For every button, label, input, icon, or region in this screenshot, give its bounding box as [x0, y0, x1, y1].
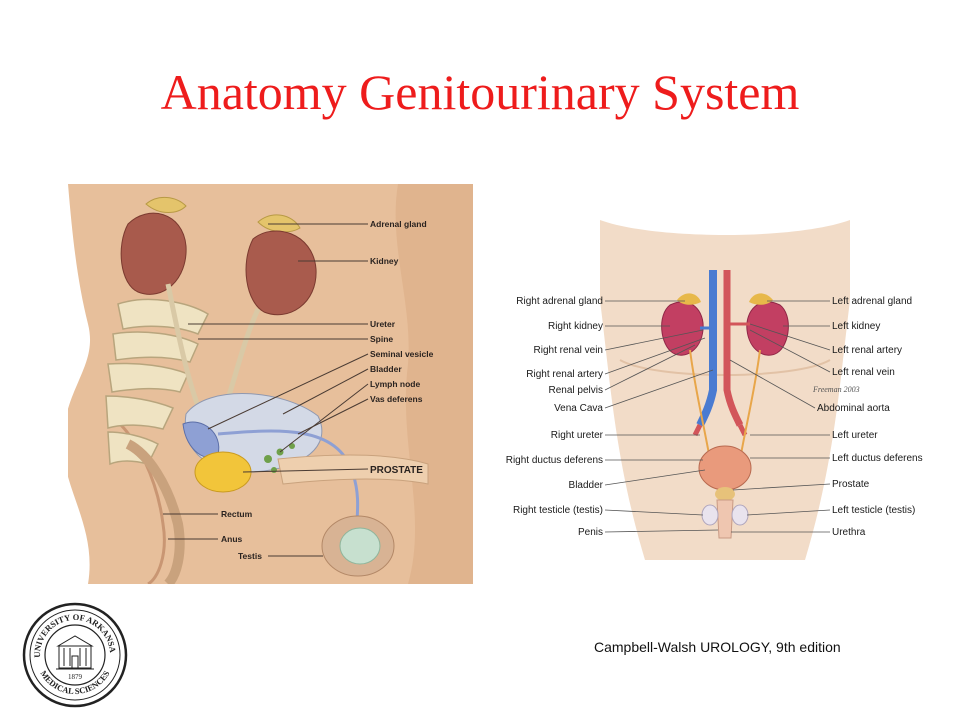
label-left-kidney: Left kidney	[832, 321, 880, 332]
label-right-kidney: Right kidney	[548, 321, 603, 332]
label-adrenal-gland: Adrenal gland	[370, 219, 427, 229]
label-penis: Penis	[578, 527, 603, 538]
artist-signature: Freeman 2003	[812, 385, 860, 394]
label-left-renal-vein: Left renal vein	[832, 367, 895, 378]
label-left-ureter: Left ureter	[832, 430, 878, 441]
label-urethra: Urethra	[832, 527, 866, 538]
seal-year: 1879	[68, 673, 83, 681]
label-seminal-vesicle: Seminal vesicle	[370, 349, 434, 359]
label-bladder: Bladder	[569, 480, 604, 491]
label-left-ductus-deferens: Left ductus deferens	[832, 453, 923, 464]
slide-title: Anatomy Genitourinary System	[160, 64, 800, 120]
label-right-ductus-deferens: Right ductus deferens	[506, 455, 603, 466]
label-right-renal-artery: Right renal artery	[526, 369, 603, 380]
label-testis: Testis	[238, 551, 262, 561]
frontal-anatomy-illustration: Freeman 2003 R	[505, 220, 945, 560]
label-vas-deferens: Vas deferens	[370, 394, 423, 404]
label-prostate: PROSTATE	[370, 465, 423, 476]
university-seal-logo: UNIVERSITY OF ARKANSAS MEDICAL SCIENCES …	[22, 602, 128, 708]
label-ureter: Ureter	[370, 319, 396, 329]
label-rectum: Rectum	[221, 509, 253, 519]
label-abdominal-aorta: Abdominal aorta	[817, 403, 890, 414]
label-left-adrenal-gland: Left adrenal gland	[832, 296, 912, 307]
label-prostate: Prostate	[832, 479, 870, 490]
label-lymph-node: Lymph node	[370, 379, 420, 389]
source-caption: Campbell-Walsh UROLOGY, 9th edition	[594, 639, 841, 655]
label-right-ureter: Right ureter	[551, 430, 604, 441]
label-right-renal-vein: Right renal vein	[534, 345, 603, 356]
label-kidney: Kidney	[370, 256, 399, 266]
label-bladder: Bladder	[370, 364, 402, 374]
label-renal-pelvis: Renal pelvis	[549, 385, 603, 396]
label-spine: Spine	[370, 334, 393, 344]
label-vena-cava: Vena Cava	[554, 403, 603, 414]
label-left-renal-artery: Left renal artery	[832, 345, 902, 356]
label-right-adrenal-gland: Right adrenal gland	[516, 296, 603, 307]
label-left-testicle: Left testicle (testis)	[832, 505, 915, 516]
label-anus: Anus	[221, 534, 243, 544]
label-right-testicle: Right testicle (testis)	[513, 505, 603, 516]
sagittal-anatomy-illustration: Adrenal gland Kidney Ureter Spine Semina…	[68, 184, 473, 584]
